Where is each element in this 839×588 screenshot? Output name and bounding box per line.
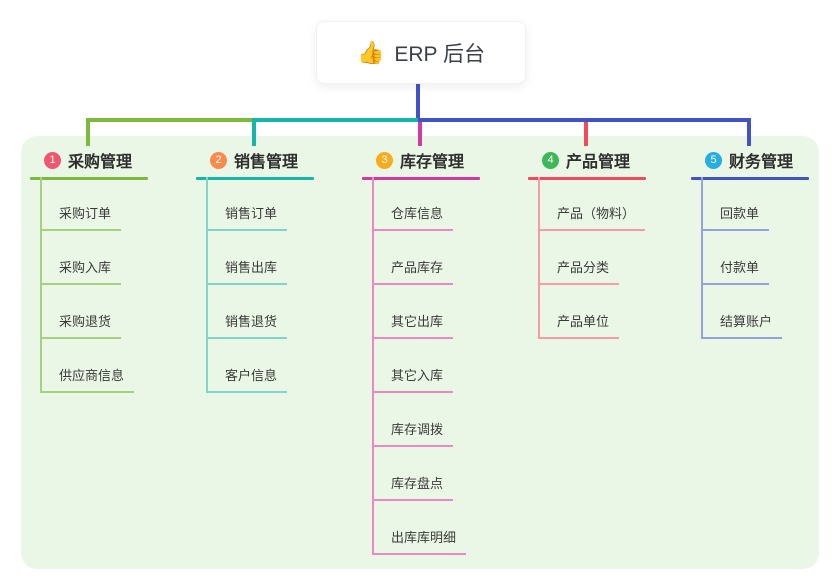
child-node-row: 其它出库: [374, 285, 532, 339]
child-node[interactable]: 产品（物料）: [540, 203, 646, 231]
branch-title-row[interactable]: 3 库存管理: [362, 148, 532, 172]
branch-number-badge: 2: [210, 151, 227, 169]
branch-number-badge: 1: [44, 151, 61, 169]
branch-children: 回款单 付款单 结算账户: [701, 177, 839, 339]
branch-underline: [196, 177, 314, 180]
branch-drop-line-4: [584, 122, 588, 146]
child-node-row: 出库库明细: [374, 501, 532, 555]
branch-node-5: 5 财务管理 回款单 付款单 结算账户: [691, 148, 839, 339]
branch-title-row[interactable]: 4 产品管理: [528, 148, 698, 172]
child-node-row: 回款单: [703, 177, 839, 231]
child-node[interactable]: 其它出库: [374, 311, 454, 339]
child-node-row: 供应商信息: [42, 339, 200, 393]
branch-underline: [30, 177, 148, 180]
child-node-row: 采购退货: [42, 285, 200, 339]
child-node-row: 销售订单: [208, 177, 366, 231]
child-node-row: 产品分类: [540, 231, 698, 285]
child-node[interactable]: 库存盘点: [374, 473, 454, 501]
child-node-row: 产品单位: [540, 285, 698, 339]
branch-title-label: 产品管理: [566, 154, 631, 171]
branch-node-3: 3 库存管理 仓库信息 产品库存 其它出库 其它入库 库存调拨 库存盘点 出库库…: [362, 148, 532, 555]
child-node-row: 仓库信息: [374, 177, 532, 231]
branch-node-1: 1 采购管理 采购订单 采购入库 采购退货 供应商信息: [30, 148, 200, 393]
child-node[interactable]: 付款单: [703, 257, 770, 285]
child-node[interactable]: 库存调拨: [374, 419, 454, 447]
child-node[interactable]: 供应商信息: [42, 365, 135, 393]
root-stem-line: [416, 82, 420, 118]
branch-drop-line-5: [747, 122, 751, 146]
child-node-row: 采购订单: [42, 177, 200, 231]
child-node-row: 采购入库: [42, 231, 200, 285]
child-node-row: 结算账户: [703, 285, 839, 339]
branch-title-label: 库存管理: [400, 154, 465, 171]
child-node[interactable]: 出库库明细: [374, 527, 467, 555]
branch-drop-line-3: [418, 122, 422, 146]
child-node[interactable]: 回款单: [703, 203, 770, 231]
child-node[interactable]: 销售订单: [208, 203, 288, 231]
child-node-row: 付款单: [703, 231, 839, 285]
branch-title-label: 采购管理: [68, 154, 133, 171]
child-node-row: 销售出库: [208, 231, 366, 285]
branch-title-label: 销售管理: [234, 154, 299, 171]
child-node[interactable]: 客户信息: [208, 365, 288, 393]
branch-drop-line-2: [252, 122, 256, 146]
child-node[interactable]: 产品单位: [540, 311, 620, 339]
branch-number-badge: 3: [376, 151, 393, 169]
rail-segment-blue: [418, 118, 751, 122]
branch-underline: [691, 177, 809, 180]
root-node[interactable]: 👍 ERP 后台: [316, 21, 526, 84]
child-node[interactable]: 产品分类: [540, 257, 620, 285]
rail-segment-green: [86, 118, 256, 122]
branch-node-4: 4 产品管理 产品（物料） 产品分类 产品单位: [528, 148, 698, 339]
branch-drop-line-1: [86, 122, 90, 146]
branches-panel: [21, 136, 819, 569]
child-node[interactable]: 销售退货: [208, 311, 288, 339]
branch-children: 仓库信息 产品库存 其它出库 其它入库 库存调拨 库存盘点 出库库明细: [372, 177, 532, 555]
branch-title-row[interactable]: 5 财务管理: [691, 148, 839, 172]
root-node-label: ERP 后台: [394, 42, 486, 66]
branch-number-badge: 4: [542, 151, 559, 169]
branch-title-row[interactable]: 2 销售管理: [196, 148, 366, 172]
child-node-row: 产品（物料）: [540, 177, 698, 231]
child-node[interactable]: 销售出库: [208, 257, 288, 285]
child-node[interactable]: 其它入库: [374, 365, 454, 393]
child-node-row: 客户信息: [208, 339, 366, 393]
branch-node-2: 2 销售管理 销售订单 销售出库 销售退货 客户信息: [196, 148, 366, 393]
branch-title-label: 财务管理: [729, 154, 794, 171]
child-node-row: 销售退货: [208, 285, 366, 339]
thumbs-up-icon: 👍: [356, 39, 385, 65]
branch-number-badge: 5: [705, 151, 722, 169]
rail-segment-teal: [252, 118, 422, 122]
child-node-row: 其它入库: [374, 339, 532, 393]
child-node[interactable]: 结算账户: [703, 311, 783, 339]
child-node[interactable]: 采购退货: [42, 311, 122, 339]
child-node[interactable]: 采购订单: [42, 203, 122, 231]
branch-children: 销售订单 销售出库 销售退货 客户信息: [206, 177, 366, 393]
child-node[interactable]: 仓库信息: [374, 203, 454, 231]
child-node[interactable]: 产品库存: [374, 257, 454, 285]
child-node-row: 库存盘点: [374, 447, 532, 501]
branch-underline: [528, 177, 646, 180]
child-node-row: 产品库存: [374, 231, 532, 285]
child-node-row: 库存调拨: [374, 393, 532, 447]
child-node[interactable]: 采购入库: [42, 257, 122, 285]
branch-title-row[interactable]: 1 采购管理: [30, 148, 200, 172]
branch-children: 产品（物料） 产品分类 产品单位: [538, 177, 698, 339]
branch-children: 采购订单 采购入库 采购退货 供应商信息: [40, 177, 200, 393]
branch-underline: [362, 177, 480, 180]
